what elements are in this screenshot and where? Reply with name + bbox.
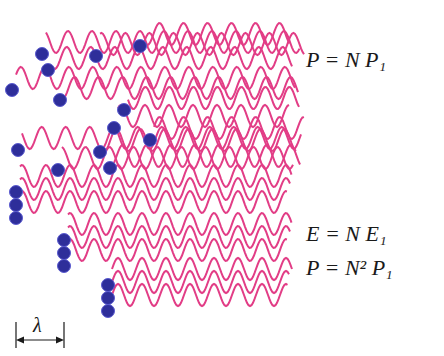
electron-dot — [104, 162, 117, 175]
electron-dot — [94, 146, 107, 159]
wave-line — [20, 178, 290, 200]
electron-dot — [118, 104, 131, 117]
electron-dot — [42, 64, 55, 77]
wave-line — [112, 284, 288, 306]
electron-dot — [102, 279, 115, 292]
electron-dot — [6, 84, 19, 97]
electron-dot — [108, 122, 121, 135]
electron-dot — [102, 305, 115, 318]
electron-dot — [54, 94, 67, 107]
wave-line — [68, 226, 290, 248]
electron-dot — [102, 292, 115, 305]
random-waves — [16, 23, 304, 169]
wave-line — [144, 23, 290, 45]
electron-dot — [10, 199, 23, 212]
electron-dot — [58, 247, 71, 260]
electron-dot — [58, 260, 71, 273]
wave-line — [20, 191, 287, 213]
wave-line — [52, 47, 292, 69]
wave-line — [68, 239, 287, 261]
power-formula: P = N² P₁ — [306, 256, 393, 280]
wave-line — [154, 117, 304, 139]
coherent-waves — [20, 165, 292, 306]
electrons — [6, 40, 157, 318]
wave-line — [114, 145, 300, 167]
electron-dot — [36, 48, 49, 61]
wave-line — [16, 67, 295, 89]
electron-dot — [134, 40, 147, 53]
wave-line — [128, 87, 299, 109]
electron-dot — [12, 144, 25, 157]
electron-dot — [52, 164, 65, 177]
electron-dot — [90, 50, 103, 63]
field-formula: E = N E₁ — [306, 222, 387, 246]
power-formula: P = N P₁ — [306, 48, 386, 72]
electron-dot — [10, 186, 23, 199]
electron-dot — [58, 234, 71, 247]
electron-dot — [144, 134, 157, 147]
electron-dot — [10, 212, 23, 225]
wavelength-label: λ — [31, 314, 44, 336]
